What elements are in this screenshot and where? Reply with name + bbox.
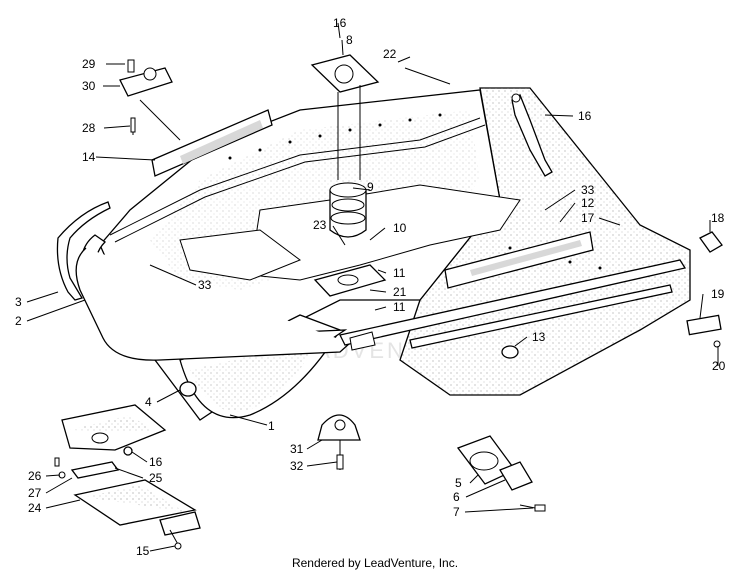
side-rail: [339, 259, 687, 351]
callout-16-right: 16: [578, 109, 592, 123]
callout-29: 29: [82, 57, 96, 71]
callout-11-a: 11: [393, 266, 406, 280]
callout-7: 7: [453, 505, 460, 519]
callout-8: 8: [346, 33, 353, 47]
callout-26: 26: [28, 469, 42, 483]
plug-13: [501, 345, 519, 359]
headlight-housing: [456, 435, 546, 512]
callout-4: 4: [145, 395, 152, 409]
callout-17: 17: [581, 211, 595, 225]
callout-28: 28: [82, 121, 96, 135]
callout-9: 9: [367, 180, 374, 194]
callout-15: 15: [136, 544, 150, 558]
front-bumper: [56, 201, 351, 361]
steering-post-plate: [310, 54, 387, 297]
callout-16-top: 16: [333, 16, 347, 30]
callout-32: 32: [290, 459, 304, 473]
callout-21: 21: [393, 285, 407, 299]
side-clips: [686, 231, 723, 348]
callout-12: 12: [581, 196, 595, 210]
trim-strip: [151, 109, 273, 177]
callout-10: 10: [393, 221, 407, 235]
hinge-bracket: [119, 59, 181, 141]
callout-3: 3: [15, 295, 22, 309]
callout-20: 20: [712, 359, 726, 373]
callout-16-left: 16: [149, 455, 163, 469]
callout-23: 23: [313, 218, 327, 232]
callout-18: 18: [711, 211, 725, 225]
callout-31: 31: [290, 442, 304, 456]
callout-2: 2: [15, 314, 22, 328]
callout-14: 14: [82, 150, 96, 164]
callout-33-right: 33: [581, 183, 595, 197]
callout-1: 1: [268, 419, 275, 433]
callout-6: 6: [453, 490, 460, 504]
callout-19: 19: [711, 287, 725, 301]
callout-30: 30: [82, 79, 96, 93]
callout-5: 5: [455, 476, 462, 490]
right-hook-bracket: [511, 93, 553, 177]
callout-25: 25: [149, 471, 163, 485]
grommet-4: [179, 381, 197, 397]
leader-lines: [26, 22, 719, 552]
footer-credit: Rendered by LeadVenture, Inc.: [291, 556, 459, 570]
latch-detail: [54, 404, 201, 550]
callout-22: 22: [383, 47, 397, 61]
bracket-31: [317, 414, 361, 470]
callout-labels: 16 8 22 16 29 30 28 14 9 23 10 11 21 11 …: [15, 16, 726, 558]
belly-pan: [99, 87, 691, 421]
callout-24: 24: [28, 501, 42, 515]
callout-33-left: 33: [198, 278, 212, 292]
callout-27: 27: [28, 486, 42, 500]
callout-11-b: 11: [393, 300, 406, 314]
right-trim-strip: [444, 231, 594, 289]
callout-13: 13: [532, 330, 546, 344]
